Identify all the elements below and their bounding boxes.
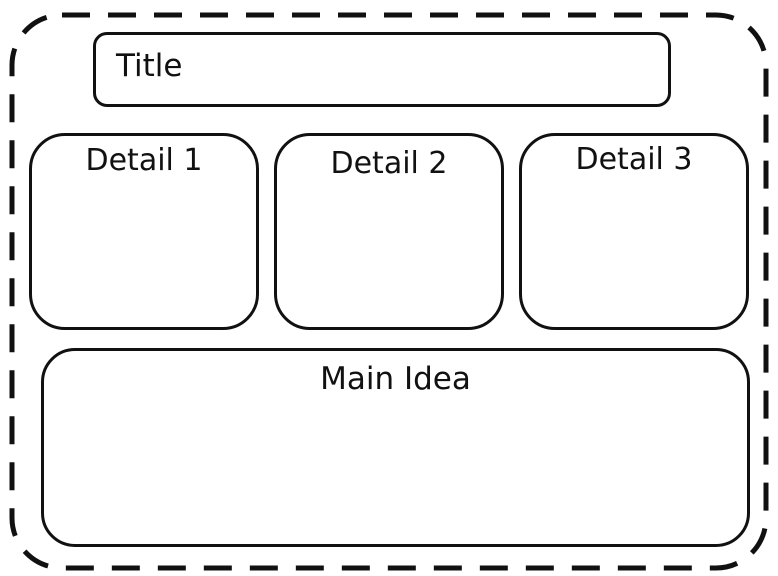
detail-label-3: Detail 3 xyxy=(575,142,693,177)
detail-box-3[interactable]: Detail 3 xyxy=(519,133,749,330)
detail-label-1: Detail 1 xyxy=(85,143,203,178)
main-idea-box[interactable]: Main Idea xyxy=(41,348,750,547)
title-label: Title xyxy=(116,48,183,84)
detail-box-2[interactable]: Detail 2 xyxy=(274,133,504,330)
detail-box-1[interactable]: Detail 1 xyxy=(29,133,259,330)
main-idea-label: Main Idea xyxy=(320,361,471,397)
title-box[interactable]: Title xyxy=(93,32,671,107)
detail-label-2: Detail 2 xyxy=(330,146,448,181)
